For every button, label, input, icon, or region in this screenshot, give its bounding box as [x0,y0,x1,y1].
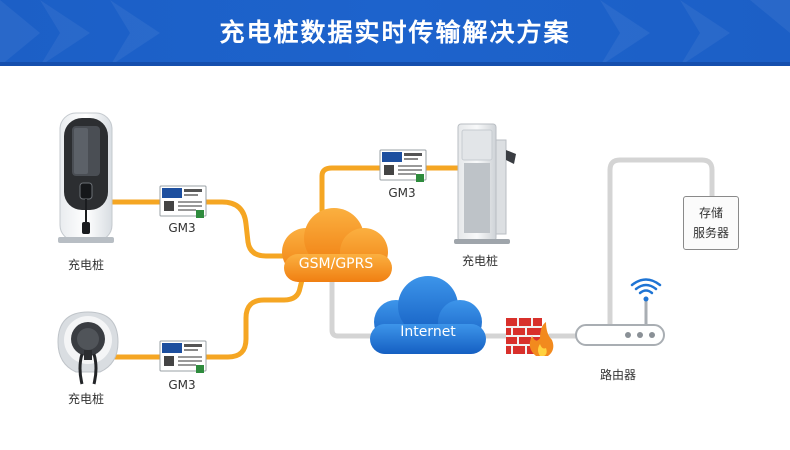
router-label: 路由器 [599,368,637,382]
gsm-cloud-label: GSM/GPRS [298,256,374,272]
wall-charger-icon [58,112,114,243]
internet-cloud [370,276,486,354]
link-gsm-internet [329,279,375,339]
server-label-line1: 存储 [698,206,723,220]
banner-pattern [0,0,790,66]
server-label-line2: 服务器 [692,226,729,240]
charger-top-label: 充电桩 [67,258,105,272]
storage-server: 存储 服务器 [683,196,739,250]
gm3-module-icon [159,185,207,218]
charger-station-label: 充电桩 [461,254,499,268]
module-station-label: GM3 [388,186,416,200]
gray-links [329,157,715,339]
module-top-label: GM3 [168,221,196,235]
link-gsm-module-station [319,165,383,235]
module-bottom-label: GM3 [168,378,196,392]
gm3-module-icon [379,149,427,182]
link-router-server [607,157,715,328]
gsm-cloud [282,208,392,282]
internet-cloud-label: Internet [400,324,456,340]
page-title: 充电桩数据实时传输解决方案 [219,18,571,47]
link-module-top-gsm [203,199,293,259]
router-icon [575,300,665,346]
link-module-bottom-gsm [203,277,305,360]
orange-links [109,165,461,360]
wifi-icon [630,278,662,302]
charger-bottom-label: 充电桩 [67,392,105,406]
firewall-icon [506,318,554,356]
header-banner: 充电桩数据实时传输解决方案 [0,0,790,66]
round-charger-icon [57,311,119,385]
gm3-module-icon [159,340,207,373]
charging-station-icon [454,123,516,244]
